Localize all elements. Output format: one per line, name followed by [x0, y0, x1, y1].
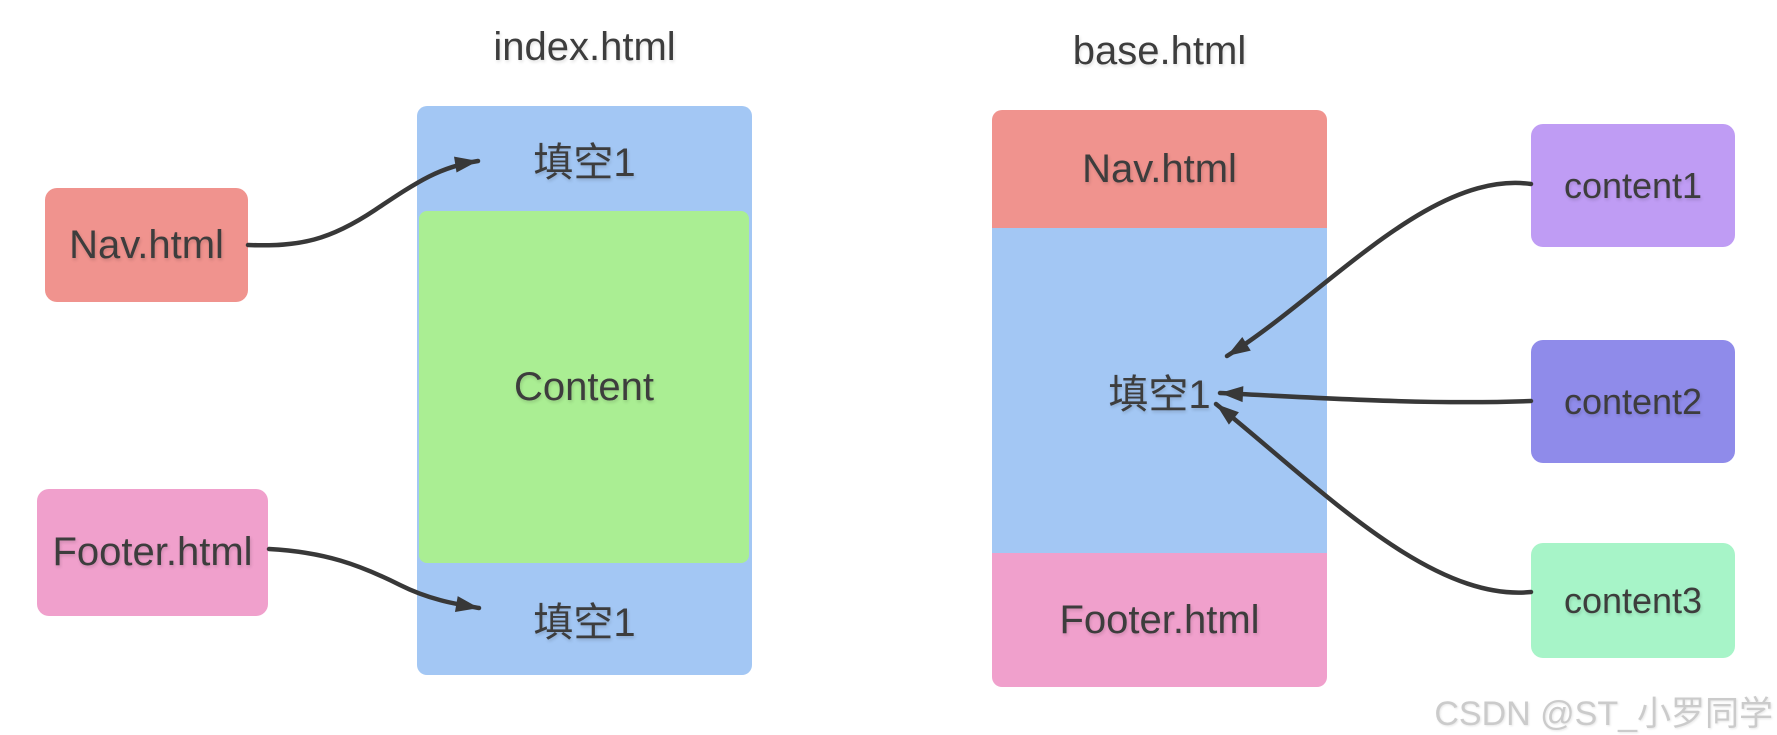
base-page-container: Nav.html 填空1 Footer.html — [992, 110, 1327, 687]
index-diagram-title: index.html — [493, 24, 676, 69]
footer-source-box: Footer.html — [37, 489, 268, 616]
content2-source-box: content2 — [1531, 340, 1735, 463]
index-content-label: Content — [513, 364, 655, 409]
csdn-watermark: CSDN @ST_小罗同学 — [1434, 695, 1773, 733]
index-bottom-slot-label: 填空1 — [533, 601, 636, 645]
nav-source-box: Nav.html — [45, 188, 248, 302]
base-diagram-title: base.html — [1072, 28, 1247, 73]
index-top-slot-label: 填空1 — [533, 140, 636, 185]
content1-source-box: content1 — [1531, 124, 1735, 247]
base-nav-bar: Nav.html — [992, 110, 1327, 228]
index-content-block — [419, 211, 749, 563]
base-slot-area: 填空1 — [992, 228, 1327, 553]
content3-source-box: content3 — [1531, 543, 1735, 658]
base-footer-bar: Footer.html — [992, 553, 1327, 687]
